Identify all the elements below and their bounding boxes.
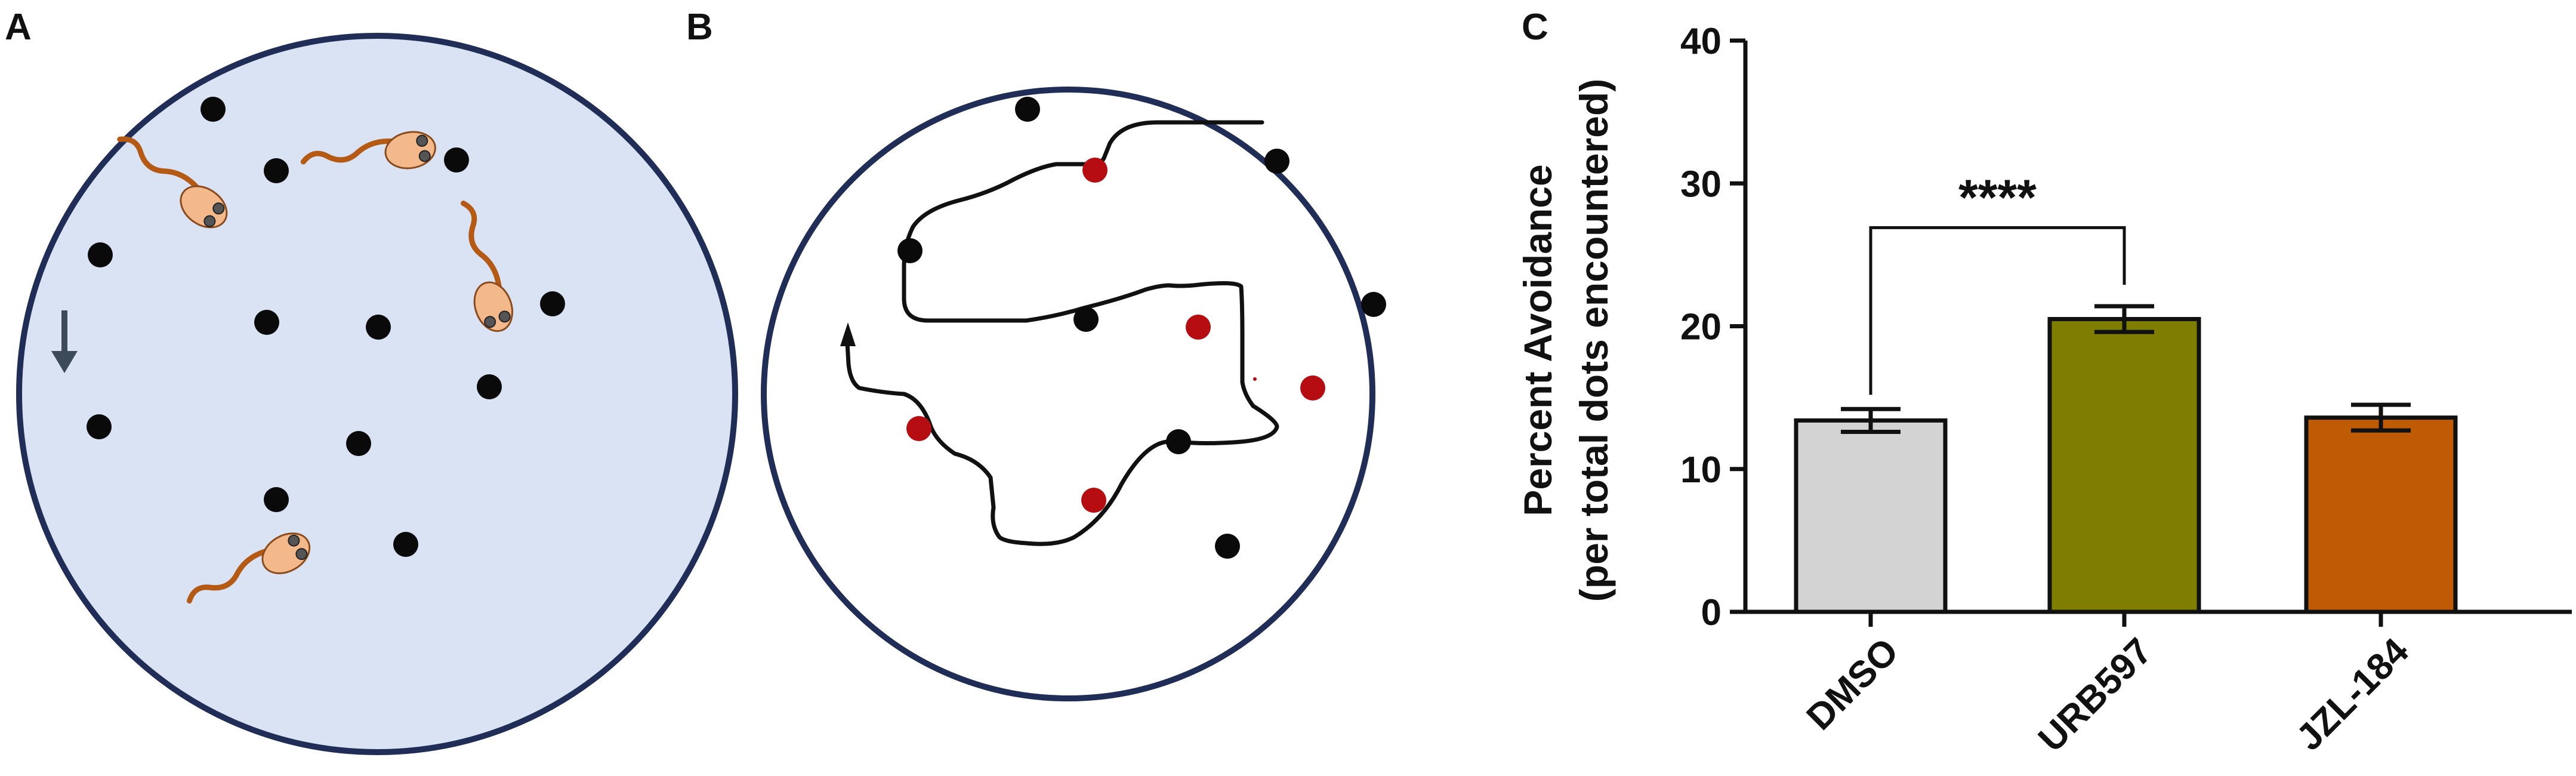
dot-black bbox=[1264, 149, 1289, 174]
zebrafish-larva-icon bbox=[117, 136, 228, 229]
dot bbox=[540, 291, 565, 316]
down-arrow-icon bbox=[51, 310, 78, 373]
y-axis-title-line1: Percent Avoidance bbox=[1516, 164, 1560, 516]
dot bbox=[87, 414, 112, 439]
dots-group-b bbox=[897, 97, 1386, 559]
dot-black bbox=[1361, 292, 1386, 317]
bar-dmso bbox=[1794, 418, 1948, 614]
petri-dish-b bbox=[761, 87, 1375, 701]
dot-red bbox=[1081, 488, 1106, 513]
y-axis: 0 10 20 30 40 bbox=[1680, 21, 1748, 633]
dot-black bbox=[1015, 97, 1040, 122]
panel-a-letter: A bbox=[5, 7, 32, 48]
bar-chart: 0 10 20 30 40 DMSO URB597 JZL-184 **** Percent… bbox=[1516, 21, 2572, 760]
zebrafish-larva-icon bbox=[461, 201, 513, 332]
dot bbox=[254, 310, 279, 335]
larvae-group bbox=[117, 131, 513, 604]
dot-black bbox=[1166, 429, 1191, 454]
zebrafish-larva-icon bbox=[300, 131, 436, 170]
dot-red bbox=[1082, 158, 1107, 183]
dot-black bbox=[1215, 534, 1240, 559]
x-tick-label: DMSO bbox=[1799, 630, 1906, 738]
path-arrow-icon bbox=[840, 322, 856, 346]
dot bbox=[264, 487, 289, 512]
y-tick-label: 10 bbox=[1680, 449, 1722, 491]
significance-stars: **** bbox=[1958, 169, 2037, 225]
dot bbox=[264, 158, 289, 183]
dot-black bbox=[1073, 307, 1099, 332]
dot-black bbox=[897, 238, 923, 263]
y-tick-label: 20 bbox=[1680, 307, 1722, 348]
dots-group-a bbox=[87, 97, 565, 557]
swim-path-trace bbox=[845, 120, 1279, 546]
dot-red bbox=[1300, 375, 1325, 401]
dot bbox=[200, 97, 226, 122]
y-tick-label: 30 bbox=[1680, 164, 1722, 205]
panel-a-dish bbox=[16, 33, 738, 755]
x-tick-label: JZL-184 bbox=[2288, 630, 2417, 759]
panel-c-letter: C bbox=[1522, 7, 1548, 48]
y-tick-label: 0 bbox=[1701, 592, 1722, 633]
bars-group bbox=[1794, 317, 2458, 614]
dot bbox=[477, 374, 502, 399]
bar-jzl-184 bbox=[2304, 415, 2458, 614]
panel-b-letter: B bbox=[686, 7, 713, 48]
x-tick-label: URB597 bbox=[2031, 630, 2160, 760]
panel-b-dish bbox=[761, 87, 1386, 701]
dot bbox=[366, 315, 391, 340]
y-axis-title-line2: (per total dots encountered) bbox=[1572, 79, 1616, 602]
dot bbox=[444, 147, 469, 173]
dot bbox=[88, 242, 113, 267]
significance-bracket: **** bbox=[1869, 169, 2126, 395]
error-bars-group bbox=[1841, 304, 2411, 435]
dot-red bbox=[1186, 315, 1211, 340]
bar-urb597 bbox=[2047, 317, 2201, 614]
dot bbox=[393, 532, 418, 557]
dot-red bbox=[906, 416, 931, 441]
zebrafish-larva-icon bbox=[186, 532, 311, 604]
y-tick-label: 40 bbox=[1680, 21, 1722, 62]
dot bbox=[346, 431, 371, 456]
stray-mark bbox=[1253, 377, 1257, 381]
x-axis: DMSO URB597 JZL-184 bbox=[1745, 609, 2572, 760]
significance-line bbox=[1869, 226, 2126, 395]
